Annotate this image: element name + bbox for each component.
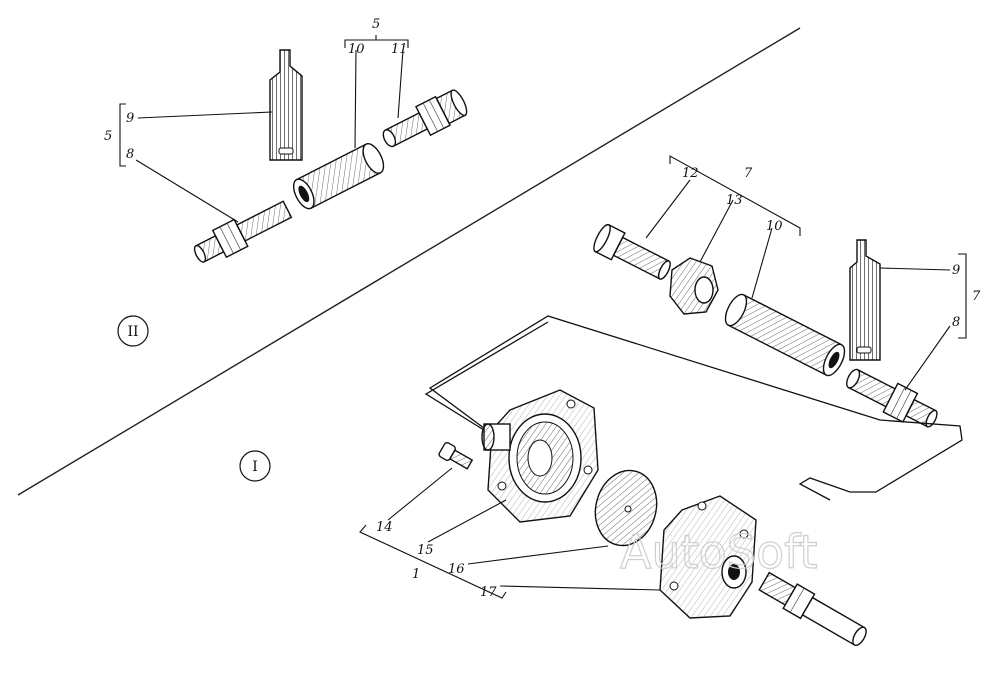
callout-12: 12	[682, 166, 699, 181]
sleeve-10-right	[724, 293, 846, 377]
view-I-label: I	[252, 459, 258, 475]
connection-route	[428, 315, 963, 501]
watermark-text: AutoSoft	[620, 525, 818, 579]
sleeve-10-left	[292, 143, 385, 210]
callout-10-top: 10	[348, 42, 365, 57]
cover-17	[659, 495, 757, 619]
view-II-right-assembly: 12 7 13 10 9 7 8	[593, 155, 981, 428]
view-I-marker: I	[239, 450, 271, 482]
view-II-label: II	[127, 324, 138, 340]
callout-9-left: 9	[126, 111, 134, 126]
callout-7-right: 7	[972, 289, 981, 304]
diaphragm-16	[594, 469, 658, 547]
pipe-fitting	[758, 571, 867, 646]
callout-11: 11	[391, 42, 408, 57]
fitting-12	[593, 223, 671, 280]
fitting-8-left	[193, 200, 293, 263]
callout-10-right: 10	[766, 219, 783, 234]
screw-14	[438, 441, 474, 470]
view-I-assembly: 14 15 1 16 17 I	[239, 315, 963, 646]
tag-plate-9-right	[849, 239, 881, 361]
flange-body-15	[481, 389, 599, 523]
separator-line	[17, 27, 801, 496]
callout-5-left: 5	[104, 129, 112, 144]
fitting-11	[382, 89, 468, 148]
callout-8-left: 8	[126, 147, 134, 162]
callout-5-top: 5	[372, 17, 380, 32]
callout-13: 13	[726, 193, 743, 208]
callout-8-right: 8	[952, 315, 960, 330]
tag-plate-9-left	[269, 49, 303, 161]
view-II-assembly: 5 10 11 9 8 5 II	[104, 17, 468, 347]
callout-1: 1	[412, 567, 420, 582]
nut-13	[669, 257, 719, 315]
callout-7-top: 7	[744, 166, 753, 181]
callout-17: 17	[480, 585, 497, 600]
callout-16: 16	[448, 562, 465, 577]
callout-15: 15	[417, 543, 434, 558]
fitting-8-right	[846, 368, 938, 428]
callout-14: 14	[376, 520, 393, 535]
callout-9-right: 9	[952, 263, 960, 278]
view-II-marker: II	[117, 315, 149, 347]
